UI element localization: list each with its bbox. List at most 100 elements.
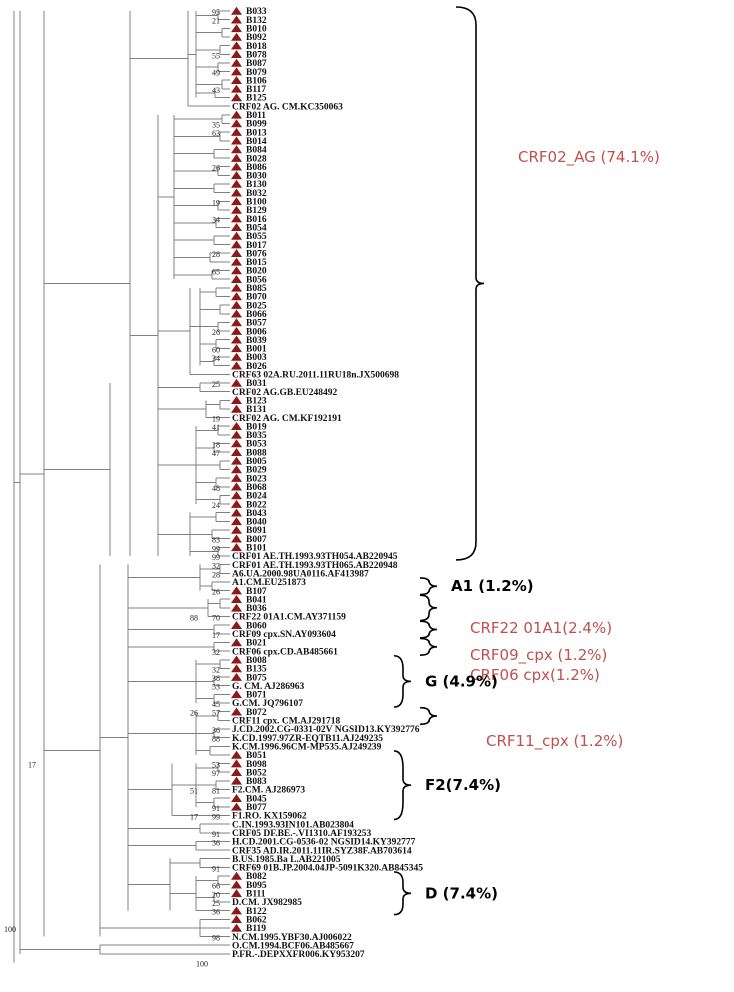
sample-triangle-icon xyxy=(231,84,242,93)
sample-label: B123 xyxy=(246,396,267,406)
sample-triangle-icon xyxy=(231,67,242,76)
clade-brace xyxy=(419,594,438,622)
clade-label: G (4.9%) xyxy=(425,672,498,690)
sample-label: B036 xyxy=(246,604,267,614)
sample-triangle-icon xyxy=(231,465,242,474)
sample-label: B029 xyxy=(246,466,267,476)
sample-triangle-icon xyxy=(231,292,242,301)
reference-label: B.US.1985.Ba L.AB221005 xyxy=(232,855,341,865)
sample-triangle-icon xyxy=(231,127,242,136)
bootstrap-value: 38 xyxy=(212,674,220,683)
sample-triangle-icon xyxy=(231,309,242,318)
sample-triangle-icon xyxy=(231,396,242,405)
sample-label: B079 xyxy=(246,68,267,78)
sample-label: B057 xyxy=(246,319,267,329)
sample-label: B076 xyxy=(246,249,267,259)
sample-label: B021 xyxy=(246,639,267,649)
sample-triangle-icon xyxy=(231,404,242,413)
reference-label: A6.UA.2000.98UA0116.AF413987 xyxy=(232,569,369,579)
sample-triangle-icon xyxy=(231,534,242,543)
sample-label: B026 xyxy=(246,362,267,372)
sample-triangle-icon xyxy=(231,543,242,552)
bootstrap-value: 47 xyxy=(212,449,220,458)
sample-triangle-icon xyxy=(231,153,242,162)
sample-label: B039 xyxy=(246,336,267,346)
clade-brace xyxy=(419,637,438,656)
bootstrap-value: 100 xyxy=(4,925,16,934)
sample-label: B087 xyxy=(246,59,267,69)
sample-label: B018 xyxy=(246,42,267,52)
reference-label: O.CM.1994.BCF06.AB485667 xyxy=(232,941,354,951)
sample-label: B016 xyxy=(246,215,267,225)
sample-label: B060 xyxy=(246,621,267,631)
bootstrap-value: 20 xyxy=(212,890,220,899)
bootstrap-value: 26 xyxy=(212,164,220,173)
reference-label: CRF09 cpx.SN.AY093604 xyxy=(232,630,336,640)
bootstrap-value: 91 xyxy=(212,864,220,873)
sample-label: B068 xyxy=(246,483,267,493)
sample-label: B032 xyxy=(246,189,267,199)
clade-brace xyxy=(455,6,485,561)
sample-triangle-icon xyxy=(231,266,242,275)
bootstrap-value: 32 xyxy=(212,562,220,571)
sample-triangle-icon xyxy=(231,326,242,335)
sample-label: B062 xyxy=(246,915,267,925)
reference-label: G. CM. AJ286963 xyxy=(232,682,305,692)
sample-triangle-icon xyxy=(231,15,242,24)
sample-triangle-icon xyxy=(231,880,242,889)
bootstrap-value: 24 xyxy=(212,501,220,510)
bootstrap-value: 99 xyxy=(212,544,220,553)
sample-label: B071 xyxy=(246,691,267,701)
bootstrap-value: 57 xyxy=(212,709,220,718)
bootstrap-value: 70 xyxy=(212,614,220,623)
sample-triangle-icon xyxy=(231,802,242,811)
reference-label: D.CM. JX982985 xyxy=(232,898,302,908)
sample-label: B088 xyxy=(246,448,267,458)
sample-label: B013 xyxy=(246,128,267,138)
bootstrap-value: 51 xyxy=(190,787,198,796)
sample-triangle-icon xyxy=(231,889,242,898)
bootstrap-value: 55 xyxy=(212,51,220,60)
sample-label: B125 xyxy=(246,94,267,104)
sample-label: B091 xyxy=(246,526,267,536)
sample-triangle-icon xyxy=(231,620,242,629)
sample-triangle-icon xyxy=(231,923,242,932)
reference-label: CRF06 cpx.CD.AB485661 xyxy=(232,647,338,657)
sample-label: B099 xyxy=(246,120,267,130)
bootstrap-value: 18 xyxy=(212,441,220,450)
sample-triangle-icon xyxy=(231,664,242,673)
bootstrap-value: 48 xyxy=(212,484,220,493)
sample-triangle-icon xyxy=(231,188,242,197)
sample-triangle-icon xyxy=(231,41,242,50)
sample-triangle-icon xyxy=(231,508,242,517)
bootstrap-value: 36 xyxy=(212,908,220,917)
clade-brace xyxy=(393,654,412,708)
sample-triangle-icon xyxy=(231,517,242,526)
sample-label: B006 xyxy=(246,327,267,337)
sample-triangle-icon xyxy=(231,197,242,206)
sample-label: B007 xyxy=(246,535,267,545)
bootstrap-value: 45 xyxy=(212,700,220,709)
sample-triangle-icon xyxy=(231,283,242,292)
sample-label: B040 xyxy=(246,518,267,528)
sample-triangle-icon xyxy=(231,473,242,482)
sample-triangle-icon xyxy=(231,447,242,456)
reference-label: A1.CM.EU251873 xyxy=(232,578,306,588)
sample-triangle-icon xyxy=(231,759,242,768)
sample-triangle-icon xyxy=(231,491,242,500)
sample-label: B035 xyxy=(246,431,267,441)
sample-triangle-icon xyxy=(231,335,242,344)
bootstrap-value: 25 xyxy=(212,380,220,389)
sample-triangle-icon xyxy=(231,58,242,67)
sample-triangle-icon xyxy=(231,906,242,915)
sample-triangle-icon xyxy=(231,257,242,266)
sample-triangle-icon xyxy=(231,274,242,283)
sample-label: B095 xyxy=(246,881,267,891)
sample-label: B001 xyxy=(246,345,267,355)
reference-label: K.CD.1997.97ZR-EQTB11.AJ249235 xyxy=(232,734,383,744)
bootstrap-value: 63 xyxy=(212,129,220,138)
reference-label: K.CM.1996.96CM-MP535.AJ249239 xyxy=(232,742,382,752)
bootstrap-value: 83 xyxy=(212,536,220,545)
sample-label: B011 xyxy=(246,111,266,121)
bootstrap-value: 95 xyxy=(212,8,220,17)
